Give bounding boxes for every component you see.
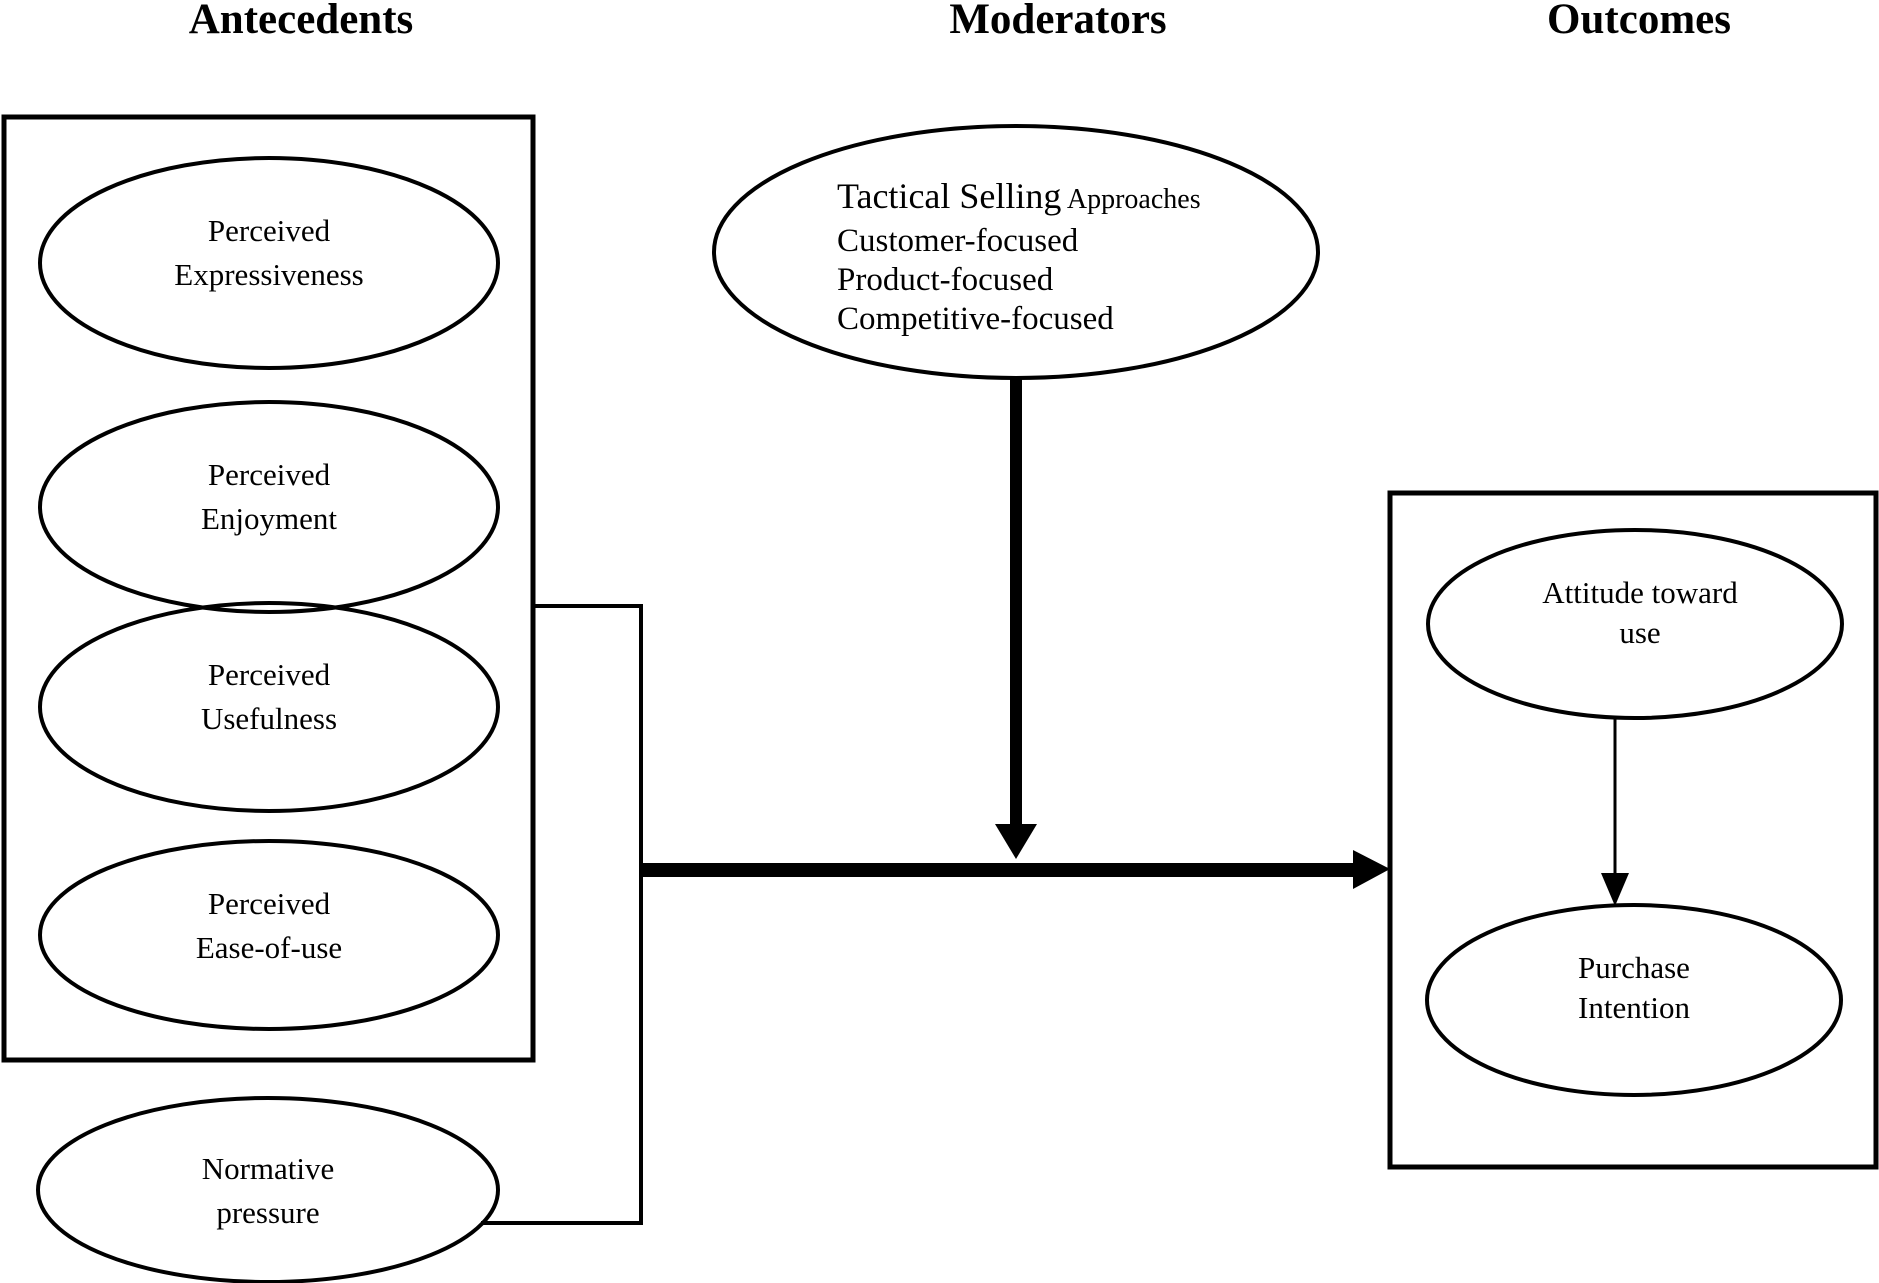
label-line: Perceived (207, 457, 331, 492)
moderator-effect-arrow (995, 378, 1037, 859)
label-line: Purchase (1578, 950, 1690, 985)
node-perceived-usefulness-ellipse (38, 601, 500, 813)
label-line: Customer-focused (837, 223, 1079, 259)
label-line: Perceived (207, 886, 331, 921)
label-line: Normative (201, 1151, 335, 1186)
node-normative-pressure-label: Normative pressure (202, 1147, 335, 1235)
attitude-purchase-arrowhead-icon (1601, 873, 1629, 906)
moderator-effect-arrowhead-icon (995, 824, 1037, 859)
label-title-large: Tactical Selling (837, 176, 1062, 216)
node-normative-pressure-ellipse (36, 1096, 500, 1283)
label-line: Tactical Selling Approaches (837, 174, 1201, 222)
column-header-moderators: Moderators (949, 0, 1167, 43)
attitude-purchase-arrow (1601, 718, 1629, 906)
node-perceived-ease-of-use-label: Perceived Ease-of-use (196, 882, 342, 970)
antecedents-outcomes-arrowhead-icon (1353, 850, 1390, 889)
label-line: Expressiveness (174, 257, 364, 292)
column-header-outcomes: Outcomes (1547, 0, 1731, 43)
outcomes-group-box (1387, 490, 1879, 1170)
label-line: Usefulness (200, 701, 338, 736)
node-attitude-toward-use-label: Attitude toward use (1542, 573, 1737, 653)
label-line: Ease-of-use (195, 930, 343, 965)
label-line: pressure (216, 1195, 320, 1230)
node-perceived-enjoyment-ellipse (38, 400, 500, 614)
label-title-small: Approaches (1061, 184, 1201, 215)
node-perceived-ease-of-use-ellipse (38, 839, 500, 1031)
label-line: use (1619, 615, 1661, 650)
node-purchase-intention-ellipse (1425, 903, 1843, 1097)
label-line: Perceived (207, 213, 331, 248)
antecedents-outcomes-arrow (639, 850, 1390, 889)
label-line: Enjoyment (200, 501, 338, 536)
node-perceived-expressiveness-ellipse (38, 156, 500, 370)
label-line: Competitive-focused (837, 301, 1114, 337)
antecedents-group-box (1, 114, 536, 1063)
node-tactical-selling-label: Tactical Selling Approaches Customer-foc… (837, 174, 1201, 339)
node-perceived-expressiveness-label: Perceived Expressiveness (174, 209, 363, 297)
node-purchase-intention-label: Purchase Intention (1578, 948, 1690, 1028)
label-line: Intention (1578, 990, 1690, 1025)
label-line: Product-focused (837, 262, 1054, 298)
node-perceived-enjoyment-label: Perceived Enjoyment (201, 453, 337, 541)
label-line: Attitude toward (1542, 575, 1738, 610)
column-header-antecedents: Antecedents (188, 0, 414, 43)
normative-connector-line (481, 604, 643, 1225)
node-perceived-usefulness-label: Perceived Usefulness (201, 653, 337, 741)
node-attitude-toward-use-ellipse (1426, 528, 1844, 720)
label-line: Perceived (207, 657, 331, 692)
